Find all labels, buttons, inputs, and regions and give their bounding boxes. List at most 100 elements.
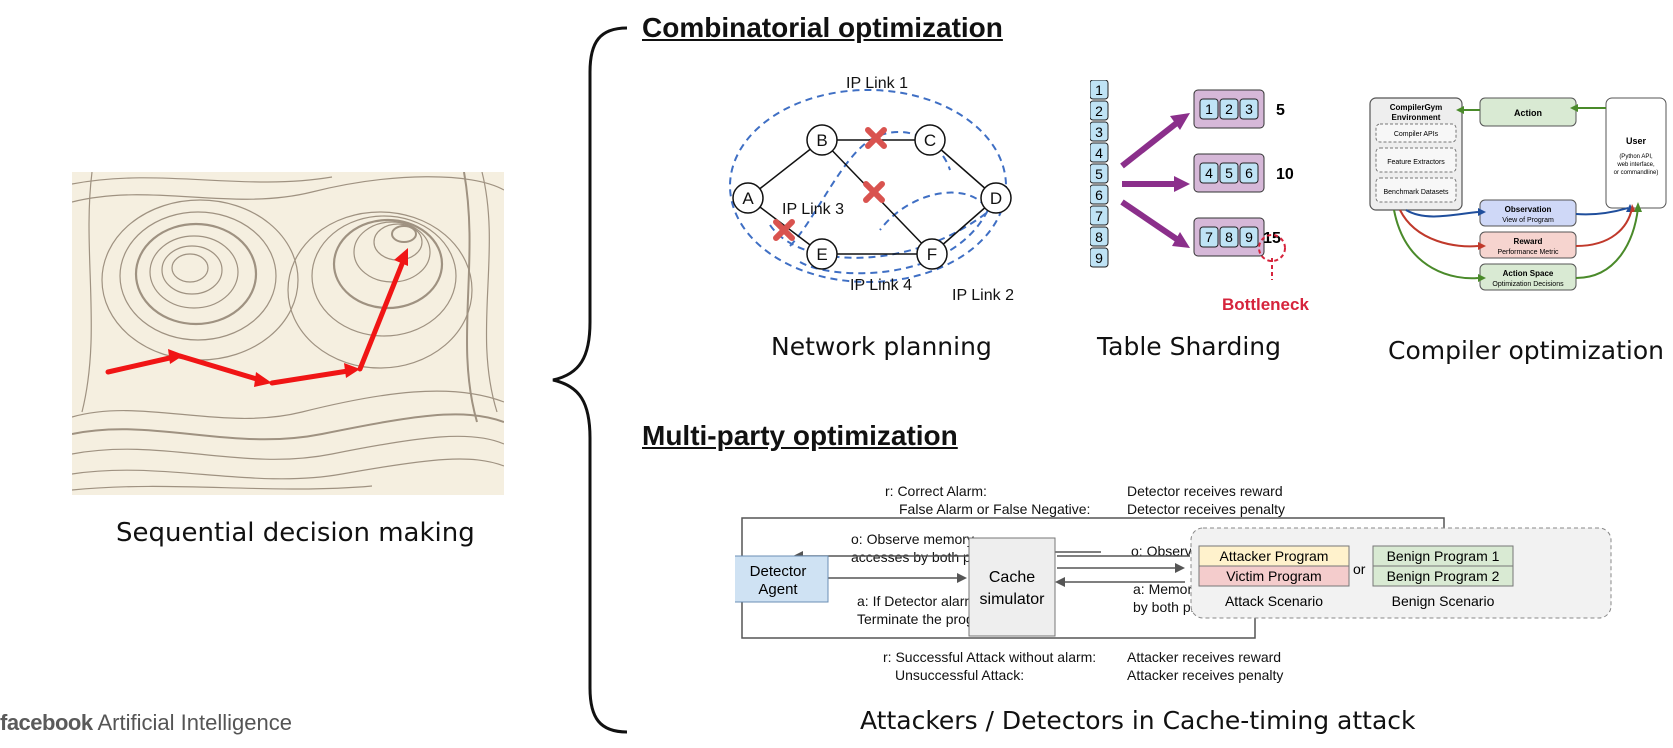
svg-text:web interface,: web interface,	[1616, 162, 1655, 168]
node-label: F	[927, 245, 937, 264]
table-cell	[1090, 100, 1109, 121]
svg-text:Benign Program 2: Benign Program 2	[1387, 568, 1500, 584]
table-label: 8	[1095, 229, 1103, 245]
svg-text:Optimization Decisions: Optimization Decisions	[1492, 281, 1564, 288]
shard-cell	[1219, 98, 1239, 120]
svg-text:Attacker Program: Attacker Program	[1220, 548, 1329, 564]
cache-simulator-box	[968, 537, 1056, 637]
ip-link-label: IP Link 4	[850, 277, 912, 294]
shard-cell	[1199, 162, 1219, 184]
table-cell	[1090, 247, 1109, 268]
node-b	[806, 124, 838, 156]
victim-program-box	[1198, 565, 1350, 587]
env-title: CompilerGym	[1390, 103, 1442, 112]
shard-cell-label: 5	[1225, 165, 1233, 181]
svg-text:Terminate the programs: Terminate the programs	[857, 611, 1005, 627]
table-label: 4	[1095, 145, 1103, 161]
shard-cell	[1239, 226, 1259, 248]
shard-cell-label: 3	[1245, 101, 1253, 117]
svg-text:simulator: simulator	[980, 591, 1046, 608]
shard-cell-label: 9	[1245, 229, 1253, 245]
table-label: 5	[1095, 166, 1103, 182]
user-box	[1605, 97, 1667, 209]
sharding-caption: Table Sharding	[1097, 332, 1281, 361]
shard-cell	[1219, 162, 1239, 184]
combinatorial-title: Combinatorial optimization	[642, 12, 1003, 43]
bottleneck-circle	[1258, 234, 1286, 262]
network-caption: Network planning	[771, 332, 992, 361]
failure-cross-icons	[773, 127, 887, 241]
svg-text:r: Correct Alarm:: r: Correct Alarm:	[885, 483, 987, 499]
cache-attack-caption: Attackers / Detectors in Cache-timing at…	[860, 706, 1416, 735]
action-box	[1479, 97, 1577, 127]
bottleneck-label: Bottleneck	[1222, 295, 1309, 314]
svg-text:Detector receives reward: Detector receives reward	[1127, 483, 1283, 499]
svg-text:Unsuccessful Attack:: Unsuccessful Attack:	[895, 667, 1024, 683]
svg-text:Reward: Reward	[1514, 237, 1543, 246]
user-title: User	[1626, 136, 1647, 146]
compilergym-diagram: CompilerGym Environment Compiler APIs Fe…	[1369, 97, 1667, 291]
detector-agent-box	[735, 555, 829, 603]
ip-link-label: IP Link 3	[782, 201, 844, 218]
ip-link-label: IP Link 1	[846, 75, 908, 92]
table-cell	[1090, 163, 1109, 184]
benign-program-2-box	[1372, 565, 1514, 587]
sequential-caption: Sequential decision making	[116, 518, 475, 548]
shard-cell-label: 1	[1205, 101, 1213, 117]
contour-map	[71, 171, 505, 495]
svg-text:a: If Detector alarms:: a: If Detector alarms:	[857, 593, 987, 609]
table-cell	[1090, 184, 1109, 205]
cache-label: Cache	[989, 569, 1035, 586]
table-label: 9	[1095, 250, 1103, 266]
footer-brand: facebook Artificial Intelligence	[0, 710, 292, 736]
network-diagram: A B C D E F IP Link 1 IP Link 2 IP Link …	[729, 75, 1014, 304]
shard-arrows	[1120, 113, 1190, 248]
shard-cell-label: 6	[1245, 165, 1253, 181]
table-cell	[1090, 80, 1109, 100]
shard-cell-label: 8	[1225, 229, 1233, 245]
shard-cell	[1219, 226, 1239, 248]
svg-text:Attack Scenario: Attack Scenario	[1225, 593, 1323, 609]
node-label: A	[742, 189, 754, 208]
footer-text: Artificial Intelligence	[97, 710, 292, 735]
table-cell	[1090, 226, 1109, 247]
env-item: Compiler APIs	[1394, 131, 1439, 138]
table-label: 2	[1095, 103, 1103, 119]
ip-link-label: IP Link 2	[952, 287, 1014, 304]
svg-text:Benign Scenario: Benign Scenario	[1392, 593, 1495, 609]
table-label: 1	[1095, 82, 1103, 98]
detector-label: Detector	[750, 563, 807, 580]
svg-text:o: Observe memory: o: Observe memory	[851, 531, 974, 547]
svg-text:Environment: Environment	[1392, 113, 1441, 122]
table-cell	[1090, 142, 1109, 163]
shard-cell	[1239, 162, 1259, 184]
table-label: 3	[1095, 124, 1103, 140]
node-label: D	[990, 189, 1002, 208]
node-label: E	[816, 245, 827, 264]
action-label: Action	[1514, 108, 1542, 118]
svg-text:Observation: Observation	[1505, 205, 1552, 214]
env-item: Benchmark Datasets	[1384, 189, 1449, 196]
contour-map-svg	[71, 171, 505, 495]
env-item: Feature Extractors	[1387, 159, 1445, 166]
table-cell	[1090, 121, 1109, 142]
table-label: 6	[1095, 187, 1103, 203]
shard-cell-label: 7	[1205, 229, 1213, 245]
svg-text:Attacker receives reward: Attacker receives reward	[1127, 649, 1281, 665]
shard-cell-label: 2	[1225, 101, 1233, 117]
shard-cost: 5	[1276, 102, 1285, 119]
shard-cost: 15	[1263, 230, 1281, 247]
svg-text:Action Space: Action Space	[1503, 269, 1554, 278]
svg-text:View of Program: View of Program	[1502, 217, 1554, 224]
svg-text:Performance Metric: Performance Metric	[1497, 249, 1559, 256]
node-a	[732, 182, 764, 214]
facebook-logo: facebook	[0, 710, 93, 735]
node-f	[916, 238, 948, 270]
node-label: C	[924, 131, 936, 150]
svg-text:Agent: Agent	[758, 581, 798, 598]
table-cell	[1090, 205, 1109, 226]
node-d	[980, 182, 1012, 214]
shard-cell-label: 4	[1205, 165, 1213, 181]
svg-text:False Alarm or False Negative:: False Alarm or False Negative:	[899, 501, 1090, 517]
